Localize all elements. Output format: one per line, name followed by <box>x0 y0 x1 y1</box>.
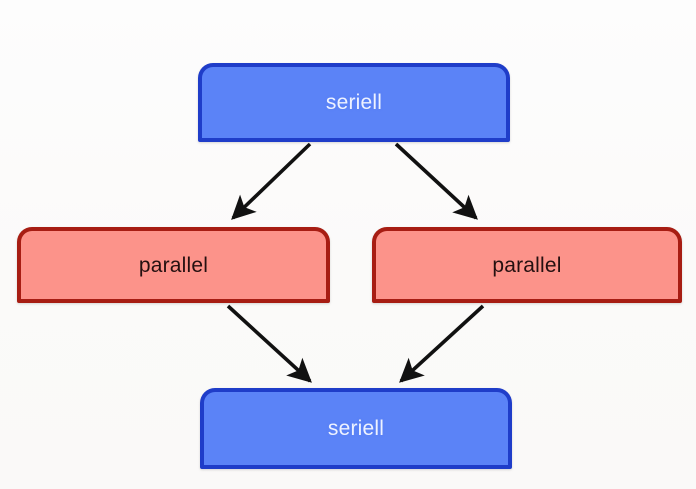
edge-top-to-right <box>394 142 478 220</box>
edge-right-to-bottom <box>399 304 485 383</box>
node-label: seriell <box>325 91 383 114</box>
edge-left-to-bottom <box>226 304 312 383</box>
node-parallel-right[interactable]: parallel <box>372 227 682 303</box>
node-seriell-top[interactable]: seriell <box>198 63 510 142</box>
node-parallel-left[interactable]: parallel <box>17 227 330 303</box>
node-seriell-bottom[interactable]: seriell <box>200 388 512 469</box>
node-label: parallel <box>138 253 209 277</box>
node-label: seriell <box>327 417 385 440</box>
edge-top-to-left <box>231 142 312 220</box>
node-label: parallel <box>492 253 562 277</box>
